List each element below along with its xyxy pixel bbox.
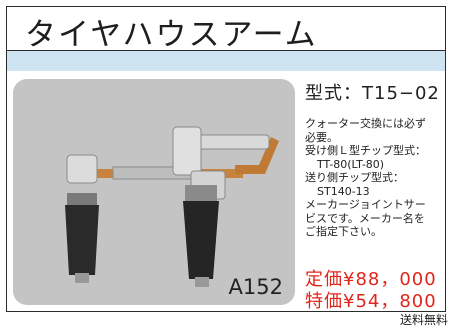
description-line: TT-80(LT-80) — [317, 157, 385, 171]
sale-price: 特価¥54，800 — [305, 291, 437, 312]
list-price: 定価¥88，000 — [305, 269, 437, 290]
product-description: クォーター交換には必ず 必要。 受け側Ｌ型チップ型式： TT-80(LT-80)… — [305, 117, 447, 239]
right-tip — [195, 277, 209, 287]
description-line: 受け側Ｌ型チップ型式： — [305, 144, 426, 157]
model-number: 型式：T15−02 — [305, 83, 440, 104]
product-title: タイヤハウスアーム — [25, 17, 318, 53]
left-collar — [67, 193, 97, 205]
right-clamp — [172, 126, 202, 176]
left-handle — [65, 205, 99, 275]
product-card: タイヤハウスアーム A152 型式：T15−02 — [6, 6, 446, 312]
description-line: 送り側チップ型式： — [305, 171, 404, 184]
product-info: 型式：T15−02 クォーター交換には必ず 必要。 受け側Ｌ型チップ型式： TT… — [305, 79, 447, 239]
product-photo: A152 — [13, 79, 295, 305]
title-divider-band — [7, 51, 445, 71]
shipping-note: 送料無料 — [399, 313, 448, 327]
description-line: ご指定下さい。 — [305, 225, 382, 238]
right-collar — [185, 185, 217, 201]
right-handle — [183, 201, 219, 279]
description-line: ビスです。メーカー名を — [305, 211, 425, 225]
description-line: 必要。 — [305, 130, 338, 144]
title-bar: タイヤハウスアーム — [7, 7, 445, 53]
left-tip — [75, 273, 89, 283]
description-line: ST140-13 — [317, 184, 370, 198]
tire-house-arm-image — [65, 126, 279, 287]
price-block: 定価¥88，000 特価¥54，800 — [305, 269, 437, 313]
description-line: クォーター交換には必ず — [305, 117, 426, 130]
product-code: A152 — [228, 275, 283, 299]
description-line: メーカージョイントサー — [305, 198, 426, 211]
left-clamp — [66, 154, 98, 184]
